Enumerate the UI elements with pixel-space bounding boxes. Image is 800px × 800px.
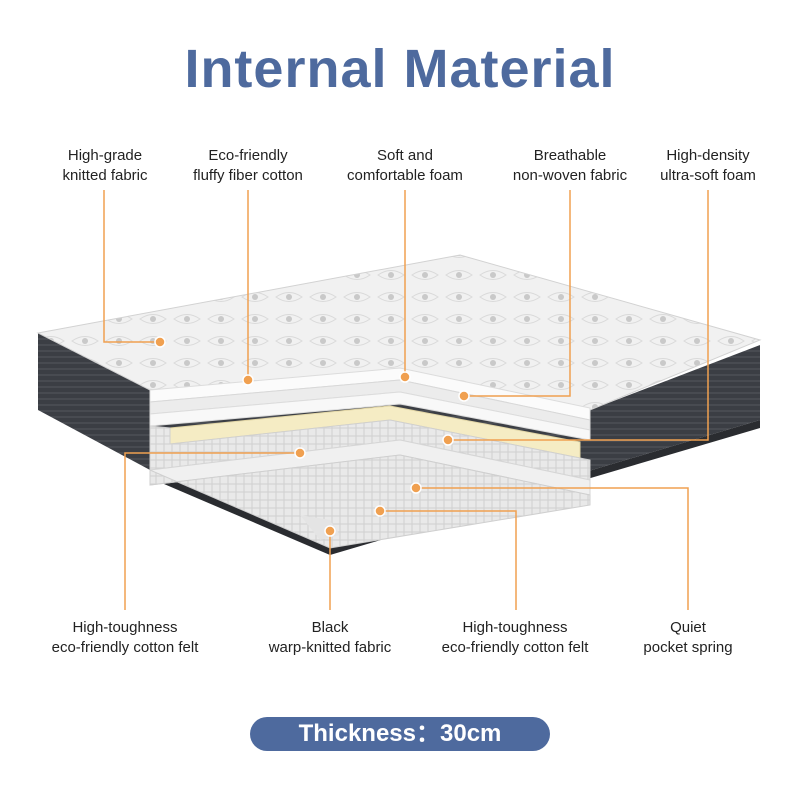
label-comfortable-foam: Soft and comfortable foam — [347, 147, 463, 184]
label-fiber-cotton: Eco-friendly fluffy fiber cotton — [193, 147, 303, 184]
mattress-top-surface — [36, 254, 762, 411]
leader-lines — [103, 190, 709, 610]
label-ultra-soft-foam: High-density ultra-soft foam — [660, 147, 756, 184]
page-title: Internal Material — [184, 39, 616, 99]
marker-fiber-cotton — [242, 374, 254, 386]
label-non-woven-fabric: Breathable non-woven fabric — [512, 147, 628, 184]
marker-knitted-fabric — [154, 336, 166, 348]
leader-line-cotton-felt-left — [124, 452, 300, 610]
label-warp-knitted-fabric: Black warp-knitted fabric — [268, 619, 392, 656]
marker-cotton-felt-right — [374, 505, 386, 517]
marker-comfortable-foam — [399, 371, 411, 383]
label-cotton-felt-right: High-toughness eco-friendly cotton felt — [441, 619, 589, 656]
marker-pocket-spring — [410, 482, 422, 494]
marker-cotton-felt-left — [294, 447, 306, 459]
label-knitted-fabric: High-grade knitted fabric — [62, 147, 148, 184]
leader-line-ultra-soft-foam — [448, 190, 709, 441]
thickness-badge: Thickness：30cm — [250, 717, 550, 751]
leader-line-cotton-felt-right — [380, 510, 517, 610]
label-cotton-felt-left: High-toughness eco-friendly cotton felt — [51, 619, 199, 656]
leader-line-non-woven-fabric — [464, 190, 571, 397]
marker-warp-knitted-fabric — [324, 525, 336, 537]
leader-line-pocket-spring — [416, 487, 689, 610]
marker-ultra-soft-foam — [442, 434, 454, 446]
leader-line-knitted-fabric — [103, 190, 160, 343]
marker-non-woven-fabric — [458, 390, 470, 402]
label-pocket-spring: Quiet pocket spring — [643, 619, 733, 656]
marker-dots — [154, 336, 470, 537]
mattress-cutaway-layers — [149, 367, 591, 549]
